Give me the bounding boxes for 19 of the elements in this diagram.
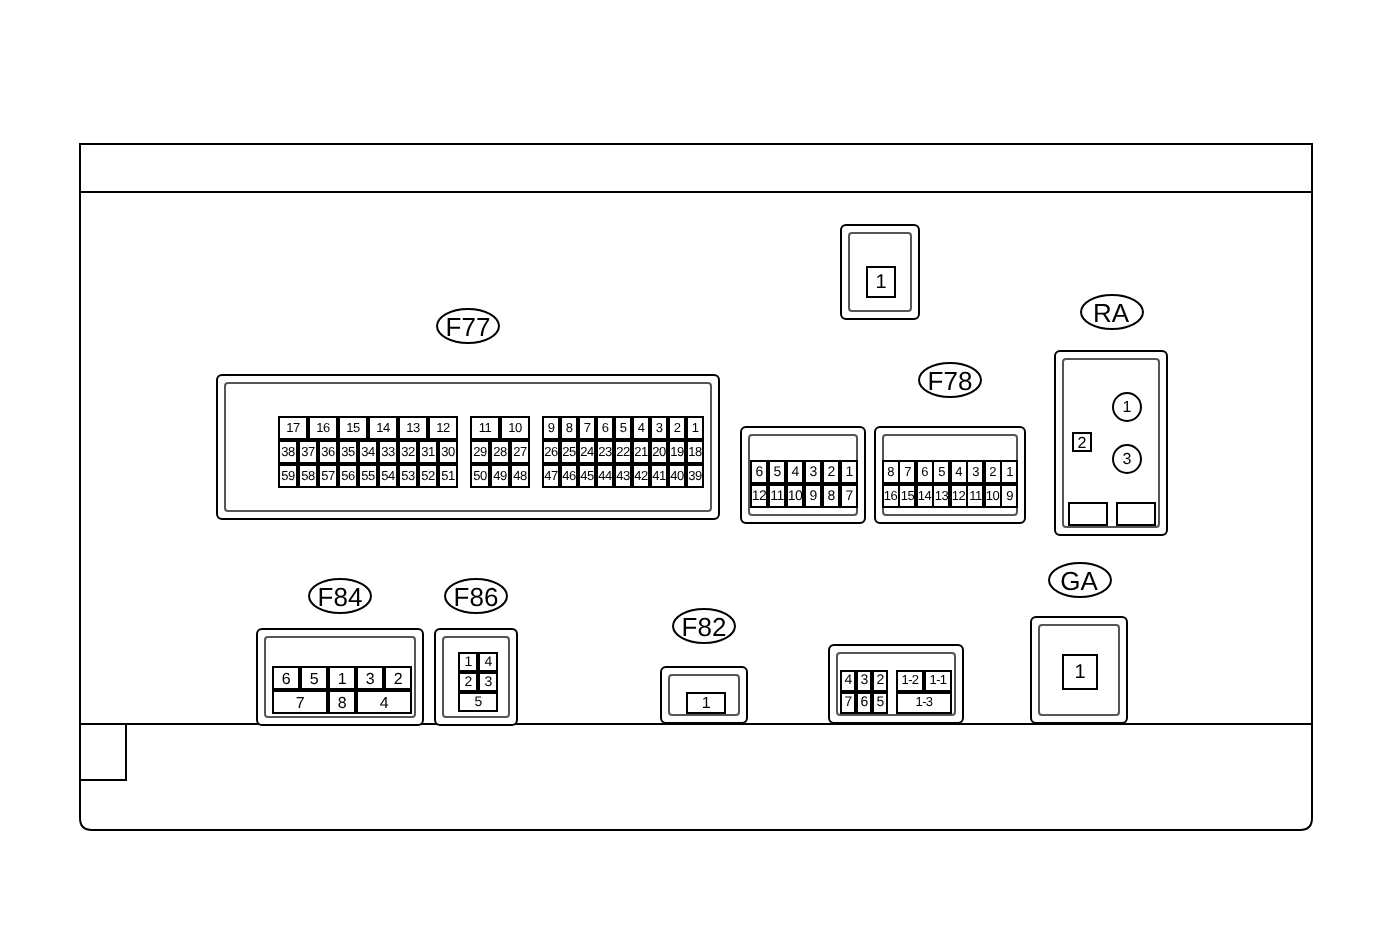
pin-number: 1 <box>1062 654 1098 690</box>
pin-number: 3 <box>355 665 385 691</box>
pin-number: 1 <box>327 665 357 691</box>
connector-code: RA <box>1079 294 1143 330</box>
connector-code: F82 <box>672 608 736 644</box>
pin-number: 7 <box>271 689 329 715</box>
pin-number: 3 <box>1112 444 1142 474</box>
connector-code: F86 <box>444 578 508 614</box>
pin-number: 2 <box>383 665 413 691</box>
connector-code: F84 <box>308 578 372 614</box>
pin-number: 1 <box>1112 392 1142 422</box>
connector-code: F78 <box>918 362 982 398</box>
pin-number: 5 <box>299 665 329 691</box>
connector-code: F77 <box>436 308 500 344</box>
pin-number: 2 <box>1072 432 1092 452</box>
pin-number: 6 <box>271 665 301 691</box>
pin-number: 1 <box>685 691 727 715</box>
pin-number: 1 <box>866 266 896 298</box>
connector-code: GA <box>1047 562 1111 598</box>
